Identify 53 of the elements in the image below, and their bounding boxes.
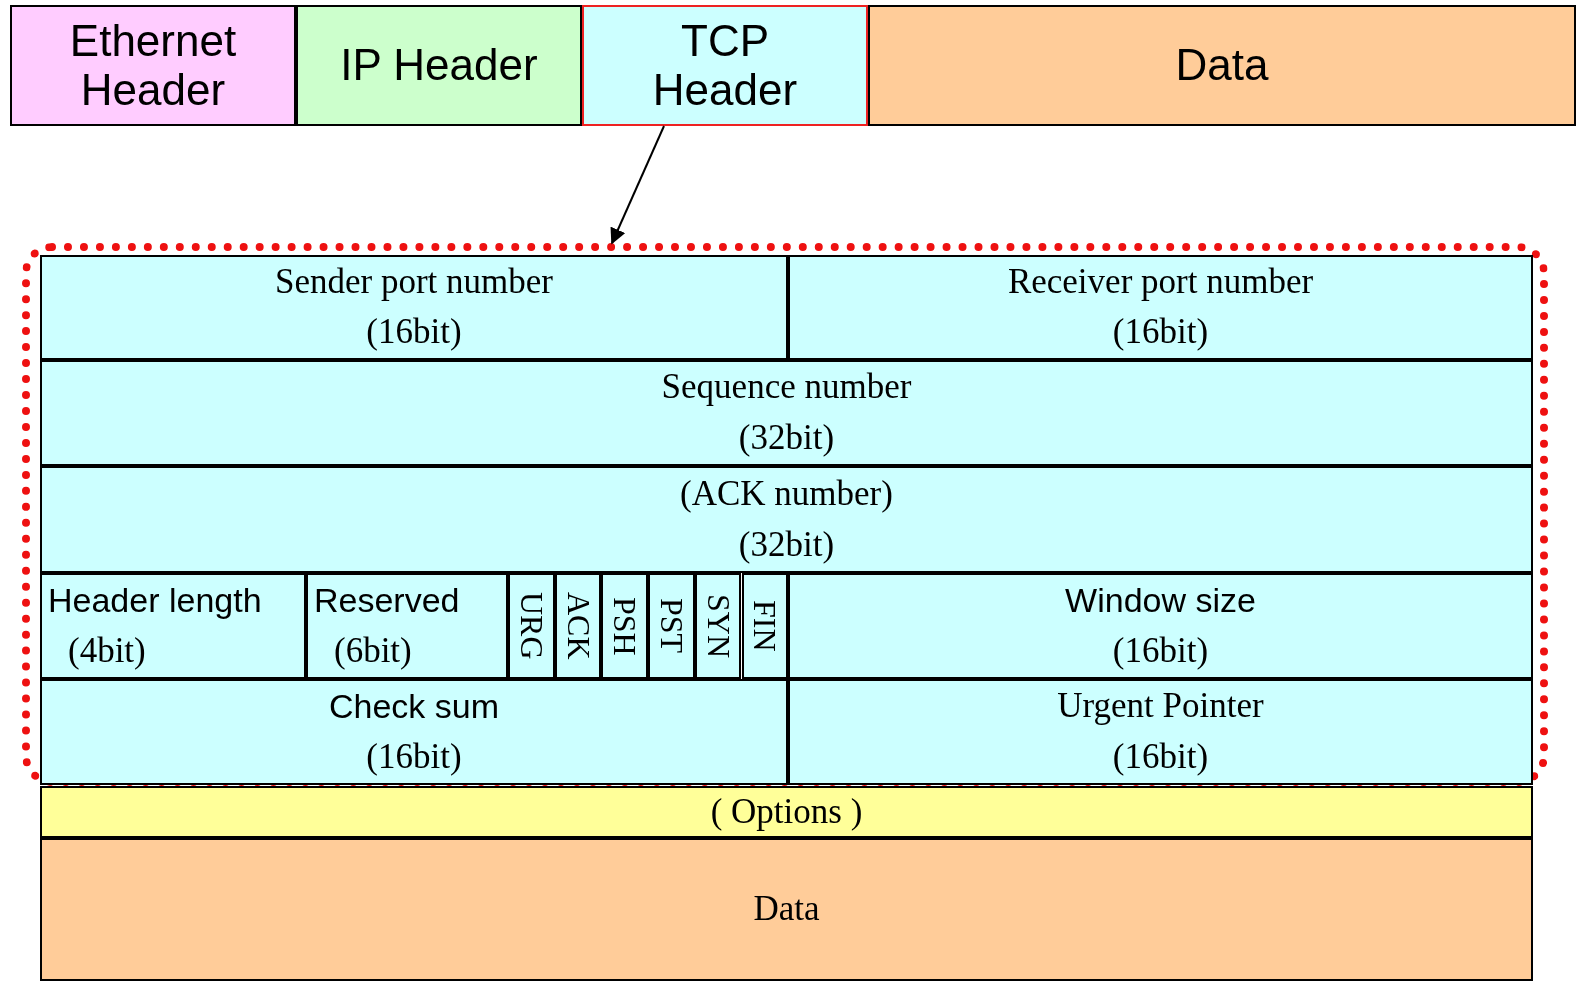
bit-width: (32bit) <box>738 526 835 565</box>
header-field <box>40 466 1533 573</box>
flag-name: SYN <box>700 594 736 658</box>
bit-width: (16bit) <box>1112 313 1209 352</box>
field-name: Sequence number <box>661 368 912 407</box>
segment-name: Data <box>753 890 820 929</box>
packet-segment <box>296 5 582 126</box>
flag-name: PSH <box>607 596 643 656</box>
packet-segment <box>40 786 1533 838</box>
header-field <box>648 573 695 679</box>
header-field <box>40 360 1533 466</box>
flag-name: FIN <box>747 600 783 652</box>
field-name: Receiver port number <box>1007 263 1314 302</box>
flag-name: URG <box>513 592 549 660</box>
arrow <box>610 125 665 245</box>
packet-segment <box>868 5 1576 126</box>
header-field <box>508 573 555 679</box>
bit-width: (16bit) <box>1112 738 1209 777</box>
header-field <box>40 255 788 360</box>
flag-name: PST <box>653 598 690 654</box>
header-field <box>694 573 742 679</box>
segment-name: ( Options ) <box>710 792 863 832</box>
field-name: Header length <box>48 581 262 619</box>
field-name: Check sum <box>328 687 499 725</box>
field-name: Window size <box>1065 581 1256 619</box>
header-field <box>788 255 1533 360</box>
bit-width: (6bit) <box>334 631 412 671</box>
header-field <box>741 573 789 679</box>
header-field <box>788 679 1533 785</box>
bit-width: (4bit) <box>68 631 146 671</box>
field-name: Sender port number <box>275 263 553 302</box>
bit-width: (32bit) <box>738 419 835 458</box>
field-name: Reserved <box>314 581 460 619</box>
segment-name: Ethernet Header <box>68 17 238 114</box>
bit-width: (16bit) <box>366 313 462 352</box>
packet-segment <box>582 5 868 126</box>
packet-segment <box>10 5 296 126</box>
header-field <box>306 573 508 679</box>
bit-width: (16bit) <box>366 737 462 777</box>
packet-segment <box>40 838 1533 981</box>
segment-name: IP Header <box>340 41 538 90</box>
header-field <box>40 679 788 785</box>
dashed-outline <box>22 243 1548 786</box>
bit-width: (16bit) <box>1112 631 1209 671</box>
segment-name: TCP Header <box>651 17 799 114</box>
flag-name: ACK <box>560 592 596 660</box>
header-field <box>601 573 649 679</box>
segment-name: Data <box>1175 41 1269 90</box>
header-field <box>554 573 602 679</box>
field-name: (ACK number) <box>680 474 893 513</box>
header-field <box>788 573 1533 679</box>
field-name: Urgent Pointer <box>1057 687 1264 726</box>
header-field <box>40 573 306 679</box>
